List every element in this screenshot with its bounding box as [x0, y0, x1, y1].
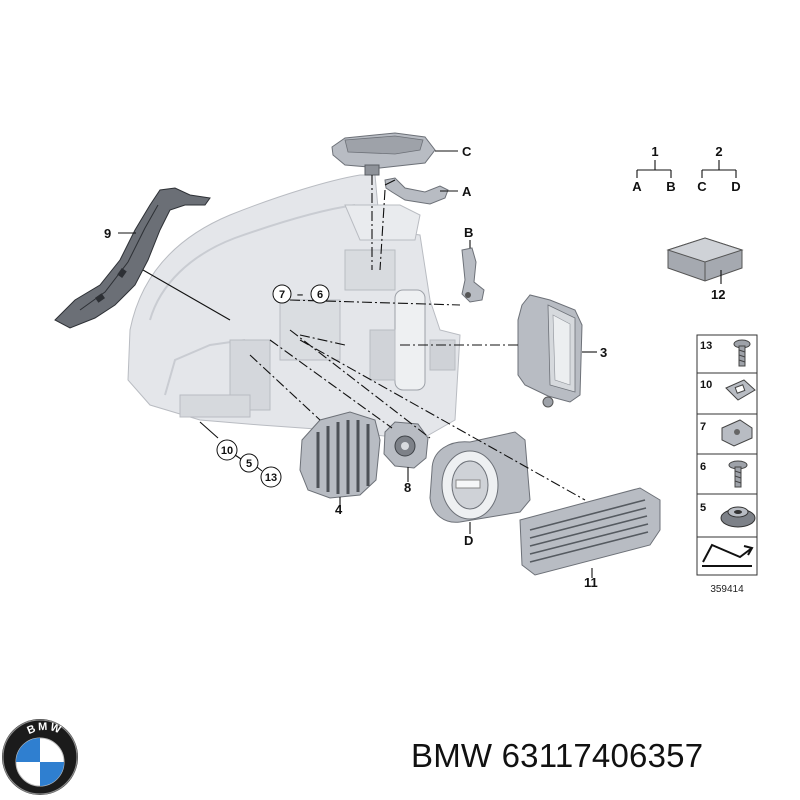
- bmw-logo: BMW: [2, 719, 78, 795]
- part-c-control-unit: [331, 132, 436, 176]
- part-3-module: [517, 294, 583, 408]
- legend-2-c: C: [697, 179, 707, 194]
- part-b-bracket: [461, 247, 485, 303]
- part-4-heatsink: [299, 411, 381, 499]
- callout-c: C: [462, 144, 472, 159]
- grommet-icon: [720, 506, 756, 528]
- headlight-housing: [127, 174, 461, 441]
- callout-11: 11: [584, 575, 598, 590]
- spring-nut-icon: [721, 419, 753, 447]
- legend-2: 2: [715, 144, 722, 159]
- screw-icon: [733, 339, 751, 367]
- callout-6-circle: 6: [317, 289, 323, 301]
- brand-caption: BMW 63117406357: [411, 737, 704, 774]
- callout-b: B: [464, 225, 473, 240]
- callout-4: 4: [335, 502, 343, 517]
- legend-2-d: D: [731, 179, 740, 194]
- fastener-7: 7: [700, 421, 706, 433]
- fastener-10: 10: [700, 379, 712, 391]
- arrow-symbol-icon: [702, 543, 754, 567]
- callout-a: A: [462, 184, 472, 199]
- part-8-led-socket: [383, 421, 429, 469]
- callout-3: 3: [600, 345, 607, 360]
- fastener-13: 13: [700, 340, 712, 352]
- bmw-logo-text: BMW: [25, 721, 64, 737]
- legend-tree: 1 A B 2 C D: [632, 144, 740, 194]
- fastener-6: 6: [700, 461, 706, 473]
- leader-lines: [118, 150, 722, 578]
- fastener-panel: 13 10 7 6 5: [696, 334, 758, 595]
- callout-d: D: [464, 533, 473, 548]
- callout-labels: 9 C A B 3 4 8 D 11 12 7 – 6 10 5 13: [104, 144, 725, 590]
- legend-1-b: B: [666, 179, 675, 194]
- callout-8: 8: [404, 480, 411, 495]
- callout-7-circle: 7: [279, 289, 285, 301]
- callout-10-circle: 10: [221, 445, 233, 457]
- part-a-bracket: [384, 177, 449, 205]
- clip-plate-icon: [725, 379, 756, 401]
- callout-12: 12: [711, 287, 725, 302]
- legend-1-a: A: [632, 179, 642, 194]
- reference-number: 359414: [710, 584, 744, 595]
- callout-9: 9: [104, 226, 111, 241]
- part-9-bracket: [54, 187, 211, 329]
- callout-13-circle: 13: [265, 472, 277, 484]
- part-d-frame: [429, 431, 531, 523]
- part-11-heatsink-plate: [519, 487, 661, 576]
- callout-5-circle: 5: [246, 458, 252, 470]
- svg-text:–: –: [297, 289, 303, 301]
- legend-1: 1: [651, 144, 658, 159]
- bolt-icon: [728, 460, 748, 488]
- part-12-box: [666, 237, 744, 282]
- fastener-5: 5: [700, 502, 706, 514]
